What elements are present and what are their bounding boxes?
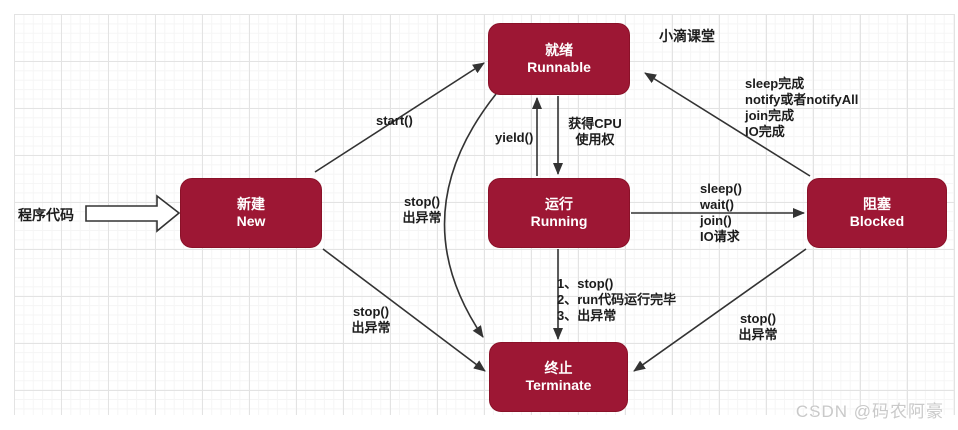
edge-runnable-terminate	[443, 93, 497, 338]
node-runnable-label-en: Runnable	[527, 59, 591, 75]
node-blocked: 阻塞 Blocked	[807, 178, 947, 248]
edge-new-runnable	[314, 62, 485, 173]
program-code-label: 程序代码	[18, 207, 74, 223]
node-terminate: 终止 Terminate	[489, 342, 628, 412]
node-terminate-label-en: Terminate	[525, 377, 592, 393]
edge-label-stop-abnormal-mid: stop() 出异常	[402, 194, 442, 225]
node-terminate-label-zh: 终止	[544, 360, 573, 376]
edge-blocked-terminate	[633, 248, 807, 372]
edge-label-unblock-causes: sleep完成 notify或者notifyAll join完成 IO完成	[745, 76, 859, 139]
edge-label-terminate-causes: 1、stop() 2、run代码运行完毕 3、出异常	[557, 276, 677, 323]
edge-label-stop-abnormal-blocked: stop() 出异常	[738, 311, 778, 342]
node-blocked-label-en: Blocked	[849, 213, 905, 229]
node-runnable: 就绪 Runnable	[488, 23, 630, 95]
edge-label-start: start()	[376, 113, 413, 128]
edge-new-terminate	[322, 248, 486, 372]
edge-label-block-causes: sleep() wait() join() IO请求	[700, 181, 742, 244]
node-running-label-zh: 运行	[545, 196, 573, 212]
node-running-label-en: Running	[530, 213, 588, 229]
program-code-block-arrow	[85, 194, 181, 233]
node-new-label-en: New	[236, 213, 266, 229]
edge-label-stop-abnormal-new: stop() 出异常	[351, 304, 391, 335]
node-running: 运行 Running	[488, 178, 630, 248]
csdn-watermark: CSDN @码农阿豪	[795, 402, 944, 421]
edge-blocked-runnable	[644, 72, 811, 177]
node-new-label-zh: 新建	[237, 196, 265, 212]
node-blocked-label-zh: 阻塞	[863, 196, 891, 212]
edge-label-acquire-cpu: 获得CPU 使用权	[568, 116, 622, 147]
brand-text: 小滴课堂	[659, 28, 715, 44]
edge-label-yield: yield()	[495, 130, 534, 145]
node-runnable-label-zh: 就绪	[545, 42, 573, 58]
node-new: 新建 New	[180, 178, 322, 248]
